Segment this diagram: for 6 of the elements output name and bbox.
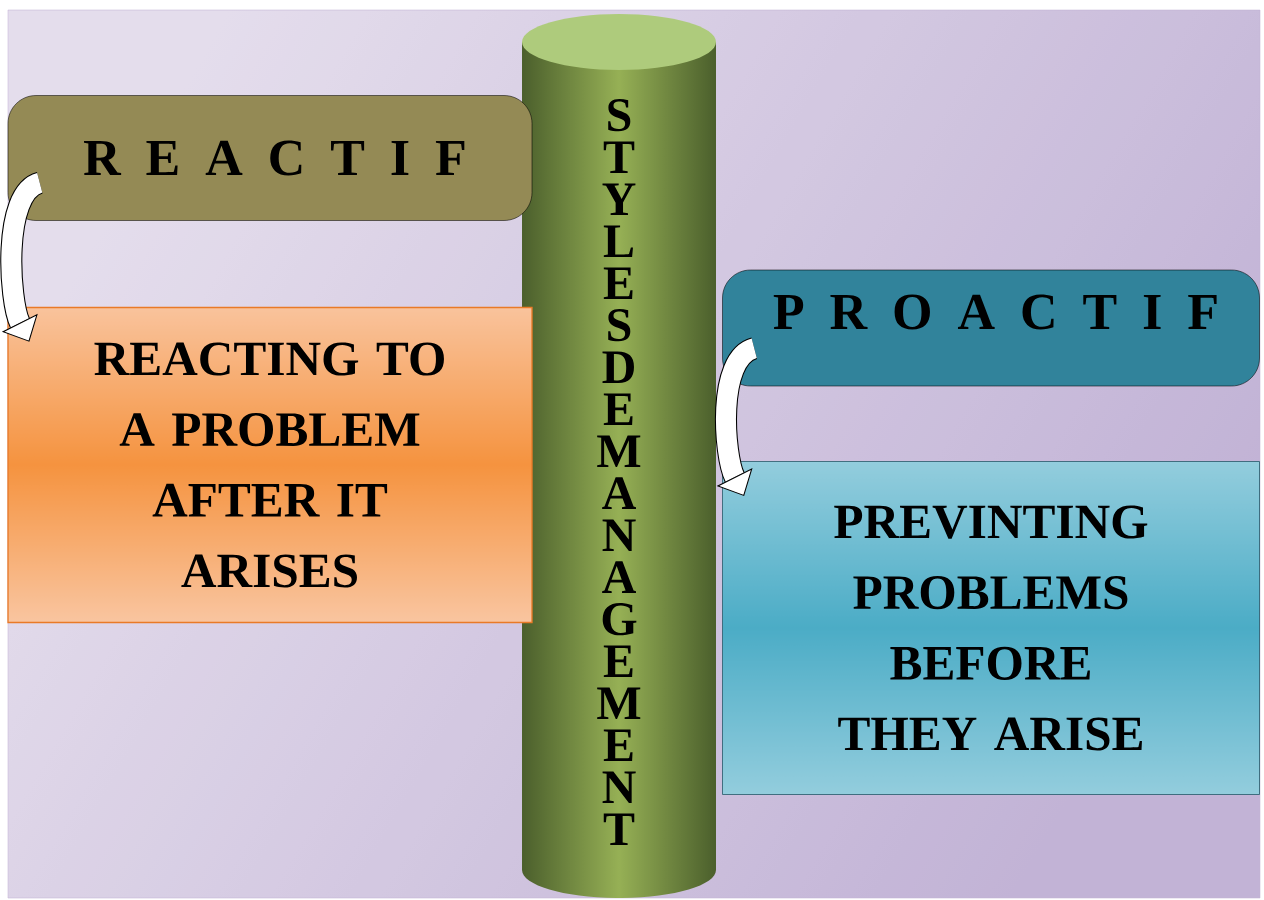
curved-arrow [0,172,45,342]
title-box: R E A C T I F [7,95,533,221]
title-box: P R O A C T I F [722,269,1260,387]
text-box: REACTING TO A PROBLEM AFTER IT ARISES [7,306,533,624]
node-label: S T Y L E S D E M A N A G E M E N T [597,99,641,845]
text-box: PREVINTING PROBLEMS BEFORE THEY ARISE [722,461,1260,795]
